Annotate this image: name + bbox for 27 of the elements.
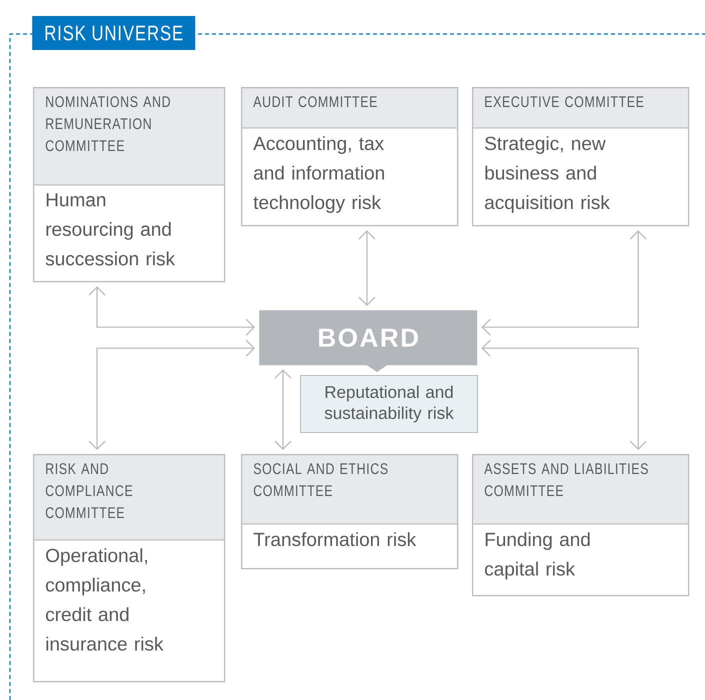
committee-title: RISK AND COMPLIANCE COMMITTEE	[46, 463, 132, 518]
committee-box	[472, 87, 690, 226]
section-tab: RISK UNIVERSE	[32, 16, 196, 50]
committee-title: ASSETS AND LIABILITIES COMMITTEE	[484, 463, 648, 496]
risk-text: Transformation risk	[254, 532, 416, 546]
board-box: BOARD	[259, 310, 478, 372]
callout-box: Reputational and sustainability risk	[300, 375, 478, 433]
committee-title: EXECUTIVE COMMITTEE	[485, 96, 644, 108]
arrow	[88, 340, 255, 450]
risk-text: Human resourcing and succession risk	[46, 193, 176, 266]
committee-box	[32, 454, 226, 682]
risk-text: Accounting, tax and information technology risk	[253, 136, 384, 213]
risk-text: Funding and capital risk	[485, 532, 590, 580]
committee-box	[240, 87, 458, 226]
committee-box	[32, 87, 226, 282]
committee-title: SOCIAL AND ETHICS COMMITTEE	[254, 463, 388, 496]
risk-text: Operational, compliance, credit and insurance risk	[46, 548, 164, 651]
arrow	[481, 340, 647, 450]
committee-box	[472, 454, 690, 596]
arrow	[481, 230, 647, 336]
committee-box	[240, 454, 458, 570]
committee-title: NOMINATIONS AND REMUNERATION COMMITTEE	[46, 96, 170, 152]
arrow	[274, 369, 292, 450]
arrow	[88, 286, 255, 336]
risk-text: Strategic, new business and acquisition risk	[485, 136, 610, 213]
committee-title: AUDIT COMMITTEE	[253, 96, 377, 108]
arrow	[358, 230, 376, 306]
